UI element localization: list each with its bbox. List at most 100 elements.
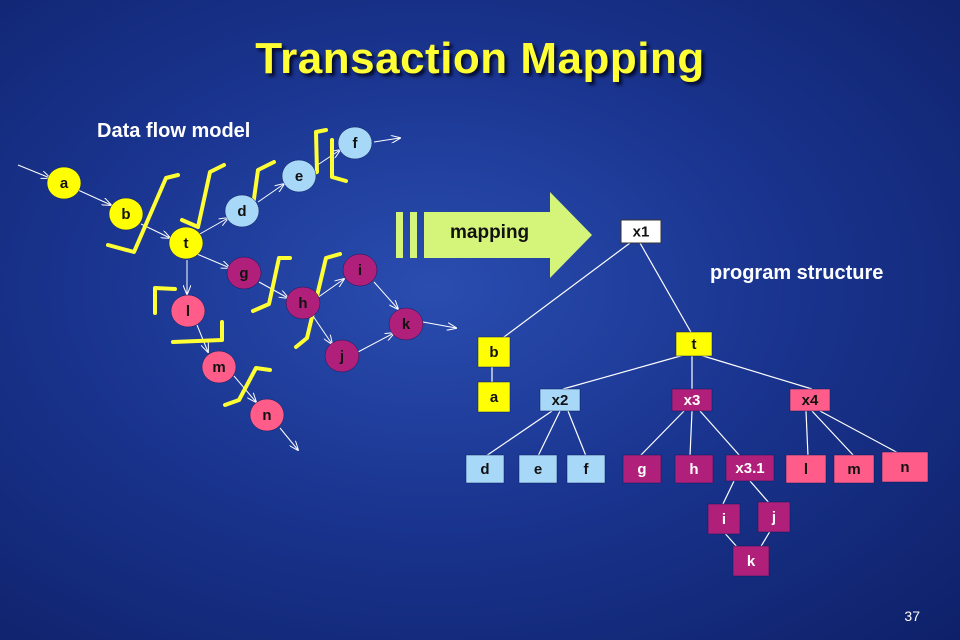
tree-box-x4-rect	[789, 388, 831, 412]
tree-box-d: d	[465, 454, 505, 484]
dfd-node-g-label: g	[239, 265, 248, 282]
tree-box-h: h	[674, 454, 714, 484]
mapping-arrow-label: mapping	[450, 222, 529, 243]
dfd-node-h-label: h	[298, 295, 307, 312]
tree-box-x31-rect	[725, 454, 775, 482]
dfd-node-k-label: k	[402, 316, 411, 333]
tree-box-g: g	[622, 454, 662, 484]
dfd-edge-a-b	[77, 189, 111, 205]
dfd-node-d-label: d	[237, 203, 246, 220]
tree-edge-x3-h	[689, 410, 693, 457]
dfd-edge-h-j	[312, 315, 332, 344]
tree-box-n-label: n	[900, 459, 909, 476]
dfd-node-b-label: b	[121, 206, 130, 223]
bracket-b	[106, 173, 180, 254]
dfd-node-d: d	[224, 194, 260, 228]
tree-box-x2-label: x2	[552, 392, 569, 409]
program-structure-label: program structure	[710, 262, 884, 284]
tree-box-x3-rect	[671, 388, 713, 412]
tree-box-e-rect	[518, 454, 558, 484]
tree-box-d-rect	[465, 454, 505, 484]
dfd-edge-t-d	[197, 218, 228, 236]
tree-edge-t-x2	[562, 354, 685, 390]
bracket-f	[330, 138, 348, 183]
tree-box-n: n	[881, 451, 929, 483]
dfd-node-k: k	[388, 307, 424, 341]
tree-box-b-rect	[477, 336, 511, 368]
dfd-node-t-label: t	[184, 235, 189, 252]
tree-box-i-label: i	[722, 511, 726, 528]
tree-edge-x31-j	[749, 480, 771, 505]
bracket-m	[171, 320, 224, 344]
tree-edge-x4-m	[811, 410, 855, 457]
tree-box-n-rect	[881, 451, 929, 483]
tree-box-h-rect	[674, 454, 714, 484]
tree-box-x1-label: x1	[633, 224, 650, 241]
dfd-node-m-circle	[201, 350, 237, 384]
tree-box-t: t	[675, 331, 713, 357]
dfd-node-l: l	[170, 294, 206, 328]
tree-edge-x2-f	[567, 410, 587, 457]
tree-box-x31-label: x3.1	[735, 460, 764, 477]
tree-box-x4-label: x4	[802, 392, 819, 409]
tree-box-x2-rect	[539, 388, 581, 412]
dfd-edge-i-k	[373, 281, 398, 309]
dfd-node-e-circle	[281, 159, 317, 193]
tree-box-x3: x3	[671, 388, 713, 412]
tree-box-j-label: j	[771, 509, 776, 526]
dfd-edge-in-a	[17, 164, 50, 178]
page-number: 37	[904, 608, 920, 624]
tree-edge-x2-d	[485, 410, 553, 457]
tree-box-g-rect	[622, 454, 662, 484]
dfd-edge-t-g	[196, 253, 230, 268]
mapping-arrow: mapping	[396, 192, 592, 278]
dfd-edge-h-i	[316, 279, 344, 299]
dfd-node-m-label: m	[212, 359, 225, 376]
mapping-arrow-stripe-1	[396, 212, 403, 258]
tree-edge-x3-g	[639, 410, 685, 457]
bracket-t	[180, 163, 226, 229]
tree-box-a-rect	[477, 381, 511, 413]
tree-box-e: e	[518, 454, 558, 484]
dfd-edge-n-out	[279, 427, 298, 450]
dfd-node-g-circle	[226, 256, 262, 290]
dfd-edge-l-m	[196, 324, 208, 352]
tree-box-g-label: g	[637, 461, 646, 478]
tree-edge-t-x4	[699, 354, 813, 390]
dfd-node-f-label: f	[353, 135, 359, 152]
bracket-g	[251, 256, 292, 313]
tree-box-h-label: h	[689, 461, 698, 478]
dfd-edge-k-out	[422, 321, 456, 328]
dfd-node-k-circle	[388, 307, 424, 341]
tree-box-x1: x1	[620, 219, 662, 244]
dfd-node-i-circle	[342, 253, 378, 287]
dfd-node-j-circle	[324, 339, 360, 373]
tree-box-l-rect	[785, 454, 827, 484]
tree-box-k-rect	[732, 545, 770, 577]
tree-box-t-rect	[675, 331, 713, 357]
tree-edge-x2-e	[537, 410, 561, 457]
tree-box-e-label: e	[534, 461, 542, 478]
tree-box-k: k	[732, 545, 770, 577]
mapping-arrow-stripe-2	[410, 212, 417, 258]
dfd-node-j-label: j	[339, 348, 344, 365]
tree-box-f-rect	[566, 454, 606, 484]
tree-box-d-label: d	[480, 461, 489, 478]
tree-box-i: i	[707, 503, 741, 535]
mapping-arrow-shape	[424, 192, 592, 278]
tree-box-b: b	[477, 336, 511, 368]
dfd-node-f: f	[337, 126, 373, 160]
dfd-node-b-circle	[108, 197, 144, 231]
dfd-node-e: e	[281, 159, 317, 193]
tree-box-j-rect	[757, 501, 791, 533]
data-flow-model-label: Data flow model	[97, 120, 251, 142]
slide-title: Transaction Mapping	[255, 34, 705, 83]
tree-box-a: a	[477, 381, 511, 413]
dfd-node-n-label: n	[262, 407, 271, 424]
dfd-node-l-label: l	[186, 303, 190, 320]
tree-box-x1-rect	[620, 219, 662, 244]
bracket-n	[223, 366, 272, 407]
